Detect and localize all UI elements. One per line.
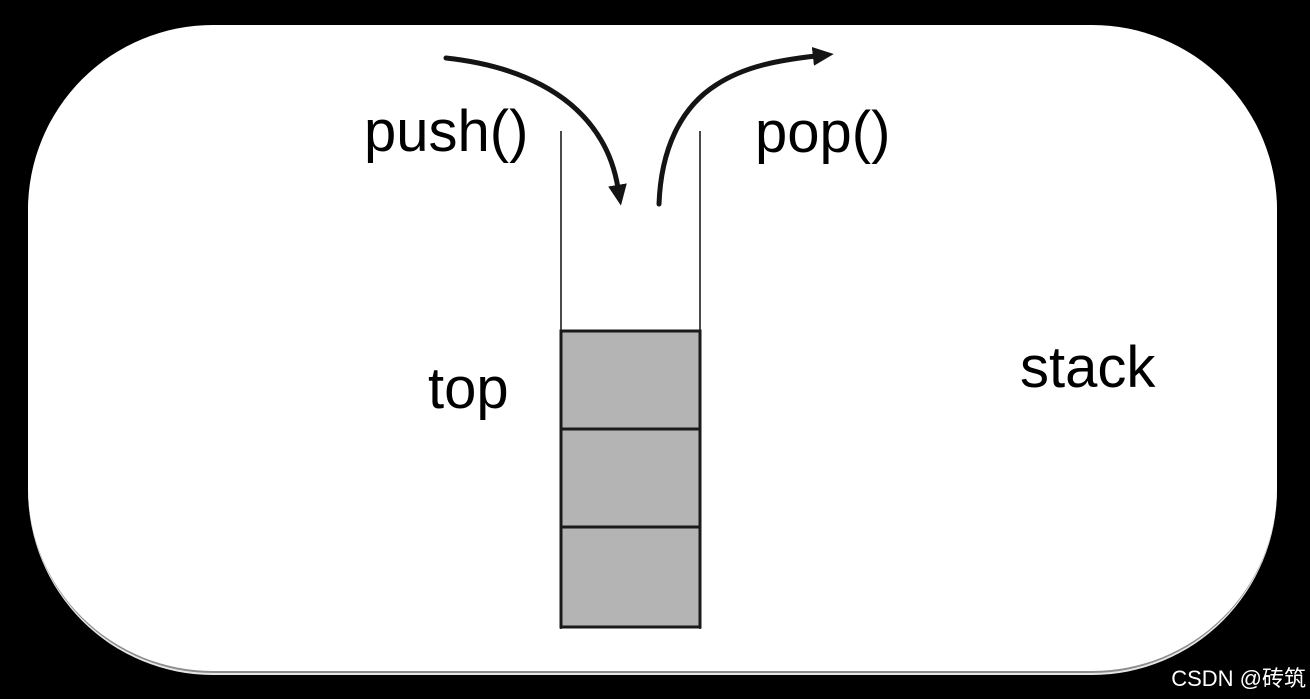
pop-label: pop() — [755, 100, 891, 165]
watermark-text: CSDN @砖筑 — [1171, 665, 1306, 691]
stack-label: stack — [1020, 335, 1156, 400]
top-label: top — [428, 356, 509, 421]
push-label: push() — [364, 99, 529, 164]
